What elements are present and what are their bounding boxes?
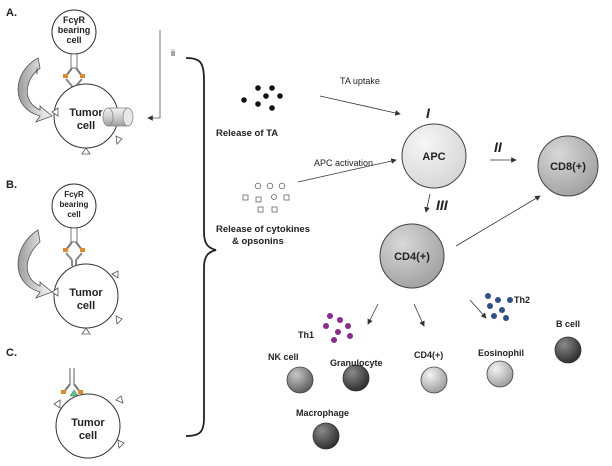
cd8-label: CD8(+) [550,161,586,173]
cd8-cell: CD8(+) [537,135,599,197]
antibody-c [61,368,83,397]
th2-cytokine-dots [485,293,513,321]
b-cell-label: B cell [556,319,580,329]
apc-activation-label: APC activation [314,158,373,168]
arrow-label-ii: ii [171,48,175,58]
tumor-label-line2: cell [77,300,95,312]
fcgr-label-line2: bearing [60,200,89,209]
curved-arrow-i [17,57,53,123]
tumor-label-line1: Tumor [69,107,103,119]
eosinophil-cell [486,360,514,388]
tumor-cell-b: Tumor cell [51,263,123,335]
th2-label: Th2 [514,295,530,305]
pore-cylinder-icon [102,107,134,127]
cd4-to-th2-arrow [469,299,487,319]
release-cytokines-label-1: Release of cytokines [216,224,310,235]
th1-cytokine-dots [323,313,353,343]
fcgr-cell-a: FcγR bearing cell [51,9,97,55]
tumor-cell-c: Tumor cell [53,393,125,459]
th1-label: Th1 [298,330,314,340]
apc-activation-arrow [297,158,397,183]
arrow-ii [147,30,161,121]
arrow-label-i: i [36,66,38,76]
panel-label-c: C. [6,347,17,359]
fcgr-label-line3: cell [67,210,80,219]
cd4-label: CD4(+) [394,251,430,263]
apc-label: APC [422,151,445,163]
grouping-brace [185,57,217,437]
tumor-label-line2: cell [77,120,95,132]
panel-label-a: A. [6,7,17,19]
pathway-i-label: I [426,105,431,121]
fcgr-label-line2: bearing [58,25,91,35]
tumor-label-line2: cell [79,430,97,442]
cd4-effector-label: CD4(+) [414,350,443,360]
cd4-to-th1-arrow [367,303,379,325]
antibody-bridge-b [63,227,85,266]
b-cell [554,336,582,364]
pathway-iii-label: III [436,197,449,213]
macrophage-cell [312,422,340,450]
fcgr-label-line1: FcγR [63,15,86,25]
tumor-label-line1: Tumor [69,287,103,299]
macrophage-label: Macrophage [296,408,349,418]
apc-to-cd4-arrow [424,193,431,213]
cd4-to-cd8-arrow [455,195,541,247]
cd4-cell: CD4(+) [379,223,445,289]
fcgr-cell-b: FcγR bearing cell [51,183,97,229]
apc-cell: APC [401,123,467,189]
granulocyte-label: Granulocyte [330,358,383,368]
release-ta-label: Release of TA [216,128,278,139]
cd4-to-cd4-arrow [413,303,425,327]
pathway-ii-label: II [494,139,503,155]
tumor-antigen-dots [241,85,283,111]
ta-uptake-label: TA uptake [340,76,380,86]
tumor-cell-a: Tumor cell [51,83,123,155]
fcgr-label-line3: cell [66,35,81,45]
release-cytokines-label-2: & opsonins [232,236,284,247]
curved-arrow-b [17,229,53,299]
cytokine-shapes [242,182,290,213]
nk-cell-label: NK cell [268,352,299,362]
ta-uptake-arrow [319,95,401,116]
nk-cell [286,366,314,394]
antibody-bridge-a [63,53,85,92]
panel-label-b: B. [6,179,17,191]
eosinophil-label: Eosinophil [478,348,524,358]
tumor-label-line1: Tumor [71,417,105,429]
fcgr-label-line1: FcγR [64,190,84,199]
cd4-effector-cell [420,366,448,394]
granulocyte-cell [342,364,370,392]
